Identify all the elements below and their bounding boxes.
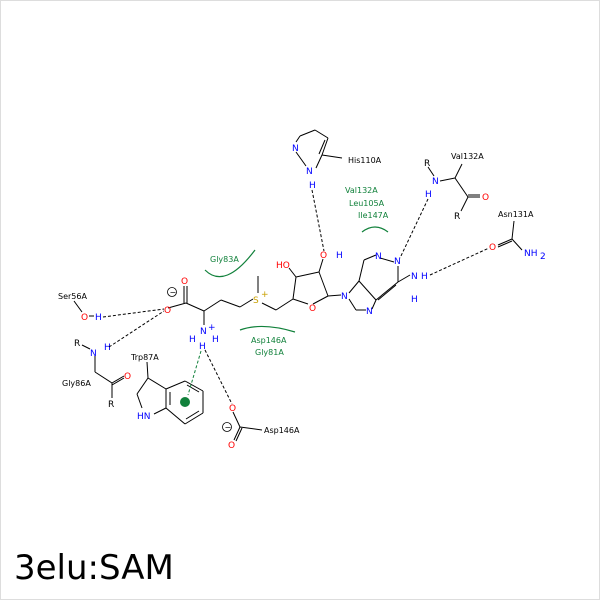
carboxylate-minus-sign: − [170,288,177,297]
hbond-his110-ribose [311,189,325,252]
atom-ribose-2-oh: HO [276,261,290,271]
atom-adenine-n7: N [366,307,373,317]
hbond-asp146-amine [204,349,233,405]
hydrophobic-label-gly83: Gly83A [210,255,239,264]
atom-his-n-tau: N [306,167,313,177]
atom-sulfonium-s: S [253,296,259,306]
atom-adenine-n6-h2: H [411,295,418,305]
hydrophobic-arc-gly83 [204,249,256,278]
label-asn131: Asn131A [498,210,534,219]
asp146-minus-sign: − [225,423,232,432]
atom-val132-h: H [425,190,432,200]
atom-his-h: H [309,181,316,191]
atom-gly86-h: H [104,343,111,353]
atom-val132-r-upper: R [424,159,430,169]
hbond-ser56-carboxylate [102,308,165,318]
hydrophobic-label-gly81: Gly81A [255,348,284,357]
hydrophobic-arc-asp146-gly81 [239,325,296,333]
residue-asn131 [497,220,523,251]
residue-ser56 [73,300,83,313]
residue-his110 [295,129,343,169]
atom-val132-o: O [482,193,489,203]
atom-amine-h1: H [189,335,196,345]
label-val132: Val132A [451,152,484,161]
atom-val132-n: N [432,177,439,187]
atom-carboxyl-o2: O [181,277,188,287]
atom-asn131-nh: NH [524,249,538,259]
label-ser56: Ser56A [58,292,87,301]
sulfonium-plus-charge: + [261,290,269,300]
atom-gly86-o: O [124,372,131,382]
atom-amine-h2: H [212,335,219,345]
atom-trp87-hn: HN [137,412,151,422]
cation-pi-trp87 [187,350,202,396]
hbond-val132-n1 [399,198,429,259]
atom-val132-r-lower: R [454,212,460,222]
hydrophobic-label-leu105: Leu105A [349,199,385,208]
atom-adenine-n9: N [341,292,348,302]
atom-gly86-n: N [90,349,97,359]
atom-ser56-h: H [95,313,102,323]
atom-adenine-n6: N [411,272,418,282]
hydrophobic-arc-val132-leu105-ile147 [361,226,389,233]
residue-val132-backbone [427,163,480,212]
hbond-asn131-n6 [429,247,490,276]
negative-charge-carboxylate [167,287,177,297]
atom-asp146-o2: O [228,441,235,451]
atom-gly86-r-upper: R [74,339,80,349]
ligand-sam [167,254,411,325]
atom-ribose-ring-o: O [309,304,316,314]
residue-trp87 [136,361,204,425]
atom-ribose-3-oh-h: H [336,251,343,261]
diagram-title: 3elu:SAM [14,548,174,588]
atom-his-n-pi: N [292,144,299,154]
atom-adenine-n1: N [394,257,401,267]
atom-adenine-n3: N [375,252,382,262]
label-trp87: Trp87A [130,353,159,362]
hbond-gly86-carboxylate [108,310,165,348]
hydrophobic-label-val132: Val132A [345,186,378,195]
atom-asp146-o1: O [229,404,236,414]
atom-carboxyl-o1: O [164,306,171,316]
residue-asp146 [232,411,263,442]
atom-adenine-n6-h1: H [421,272,428,282]
hydrophobic-label-ile147: Ile147A [358,211,389,220]
atom-asn131-sub2: 2 [540,252,546,262]
residue-gly86 [81,344,125,398]
atom-ribose-3-oh-o: O [320,251,327,261]
label-his110: His110A [348,156,382,165]
label-gly86: Gly86A [62,379,91,388]
atom-ser56-o: O [81,313,88,323]
negative-charge-asp146 [222,422,232,432]
hydrophobic-label-asp146: Asp146A [251,336,287,345]
amine-plus-charge: + [208,323,216,333]
atom-amine-n: N [200,327,207,337]
atom-gly86-r-lower: R [108,400,114,410]
atom-amine-h3: H [199,342,206,352]
atom-asn131-o: O [489,243,496,253]
pi-ring-centroid-marker [180,397,190,407]
label-asp146-bottom: Asp146A [264,426,300,435]
